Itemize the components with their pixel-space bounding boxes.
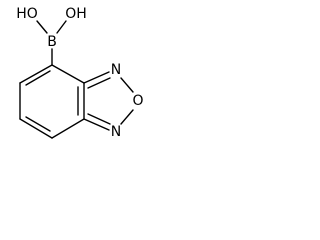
bond-double-c6-c7 xyxy=(25,116,51,132)
bond-b-oh-left xyxy=(36,20,48,34)
bond-n1-c7a xyxy=(83,118,110,131)
bond-c7-c6 xyxy=(19,118,53,139)
bond-c5-c4 xyxy=(19,64,53,84)
bond-double-c4-c5 xyxy=(25,70,51,86)
atom-label-nitrogen-top: N xyxy=(111,62,121,78)
bond-c4-c3a xyxy=(51,64,85,84)
bond-o-n1 xyxy=(120,109,134,125)
atom-label-oxygen: O xyxy=(132,93,143,109)
atom-label-nitrogen-bottom: N xyxy=(111,124,121,140)
atom-label-oh-left: HO xyxy=(16,6,38,22)
chemical-structure: HO OH B N O N xyxy=(16,6,143,140)
atom-label-boron: B xyxy=(47,34,57,50)
bond-b-oh-right xyxy=(56,20,67,34)
atom-label-oh-right: OH xyxy=(65,6,87,22)
bond-c7a-c7 xyxy=(51,118,85,139)
bond-double-n1-c7a xyxy=(87,113,111,125)
bond-c3a-n3 xyxy=(83,71,110,84)
bond-n3-o xyxy=(120,77,134,93)
bond-double-c3a-n3 xyxy=(87,77,111,89)
